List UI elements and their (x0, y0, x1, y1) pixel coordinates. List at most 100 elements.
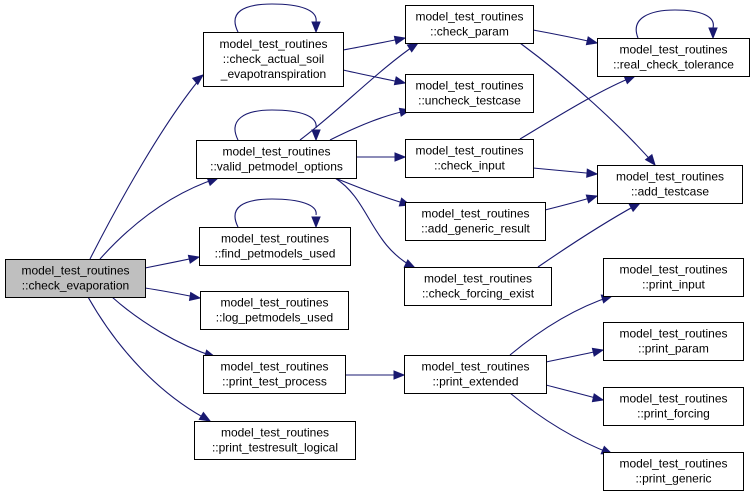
edge-print_test_process-to-print_extended (345, 370, 406, 380)
node-label-line1: model_test_routines (219, 37, 327, 51)
node-label-line2: ::check_actual_soil (223, 52, 324, 66)
edge-add_generic_result-to-add_testcase (544, 194, 599, 211)
node-label-line1: model_test_routines (221, 426, 329, 440)
edge-line (89, 74, 204, 260)
edge-line (299, 42, 419, 141)
node-uncheck_testcase[interactable]: model_test_routines::uncheck_testcase (405, 74, 534, 113)
edge-line (509, 295, 613, 356)
node-label-line1: model_test_routines (421, 360, 529, 374)
arrowhead (311, 216, 321, 229)
node-check_actual_soil[interactable]: model_test_routines::check_actual_soil_e… (203, 32, 344, 87)
node-print_input[interactable]: model_test_routines::print_input (603, 258, 744, 297)
node-box (603, 322, 744, 361)
edge-check_evaporation-to-check_actual_soil (89, 74, 205, 260)
node-check_param[interactable]: model_test_routines::check_param (405, 5, 534, 44)
node-label-line1: model_test_routines (415, 144, 523, 158)
node-box (603, 258, 744, 297)
arrowhead (198, 411, 212, 422)
edge-check_forcing_exist-to-add_testcase (537, 202, 642, 268)
edge-print_extended-to-print_param (545, 347, 605, 363)
node-label-line1: model_test_routines (619, 327, 727, 341)
edge-line (234, 3, 317, 33)
arrowhead (403, 259, 417, 269)
node-label-line1: model_test_routines (619, 392, 727, 406)
arrowhead (591, 347, 605, 357)
node-check_input[interactable]: model_test_routines::check_input (405, 139, 534, 178)
edge-check_param-to-real_check_tolerance (532, 29, 599, 46)
node-label-line2: ::valid_petmodel_options (210, 160, 343, 174)
node-box (597, 38, 750, 77)
nodes-layer: model_test_routines::check_evaporationmo… (5, 5, 750, 491)
edge-line (234, 198, 317, 228)
node-label-line1: model_test_routines (424, 272, 532, 286)
node-box (203, 32, 344, 87)
edge-real_check_tolerance-to-real_check_tolerance (635, 9, 718, 40)
node-label-line2: ::print_input (642, 278, 705, 292)
node-box (405, 74, 534, 113)
node-label-line1: model_test_routines (616, 170, 724, 184)
node-label-line2: ::check_param (430, 25, 509, 39)
arrowhead (206, 177, 220, 187)
edge-line (234, 109, 317, 141)
edge-check_actual_soil-to-check_param (342, 35, 407, 51)
node-label-line2: ::add_generic_result (421, 222, 530, 236)
edge-check_evaporation-to-log_petmodels_used (144, 287, 202, 302)
node-print_generic[interactable]: model_test_routines::print_generic (603, 452, 744, 491)
node-box (597, 165, 743, 204)
node-label-line3: _evapotranspiration (220, 67, 326, 81)
node-box (603, 387, 744, 426)
node-label-line1: model_test_routines (415, 10, 523, 24)
node-valid_petmodel_options[interactable]: model_test_routines::valid_petmodel_opti… (196, 140, 357, 179)
node-box (404, 267, 552, 306)
arrowhead (393, 370, 406, 380)
node-check_evaporation[interactable]: model_test_routines::check_evaporation (5, 259, 146, 298)
arrowhead (585, 36, 599, 46)
node-label-line1: model_test_routines (619, 43, 727, 57)
edge-check_actual_soil-to-check_actual_soil (234, 3, 321, 34)
edge-line (99, 177, 219, 260)
node-log_petmodels_used[interactable]: model_test_routines::log_petmodels_used (200, 291, 349, 330)
edge-valid_petmodel_options-to-uncheck_testcase (329, 107, 412, 141)
edge-line (519, 75, 636, 140)
edge-check_input-to-add_testcase (532, 167, 599, 178)
node-print_testresult_logical[interactable]: model_test_routines::print_testresult_lo… (194, 421, 356, 460)
node-label-line2: ::print_test_process (222, 375, 327, 389)
edge-line (635, 9, 714, 39)
node-box (203, 355, 346, 394)
node-label-line2: ::print_forcing (637, 407, 710, 421)
node-print_forcing[interactable]: model_test_routines::print_forcing (603, 387, 744, 426)
node-label-line2: ::check_forcing_exist (422, 287, 535, 301)
node-print_test_process[interactable]: model_test_routines::print_test_process (203, 355, 346, 394)
node-real_check_tolerance[interactable]: model_test_routines::real_check_toleranc… (597, 38, 750, 77)
edge-find_petmodels_used-to-find_petmodels_used (234, 198, 321, 229)
node-check_forcing_exist[interactable]: model_test_routines::check_forcing_exist (404, 267, 552, 306)
edge-line (329, 109, 411, 141)
node-label-line1: model_test_routines (221, 232, 329, 246)
arrowhead (623, 75, 637, 85)
node-add_generic_result[interactable]: model_test_routines::add_generic_result (405, 202, 546, 241)
node-print_extended[interactable]: model_test_routines::print_extended (404, 355, 547, 394)
node-box (200, 291, 349, 330)
edge-print_extended-to-print_generic (509, 392, 614, 455)
arrowhead (406, 42, 420, 53)
node-print_param[interactable]: model_test_routines::print_param (603, 322, 744, 361)
edge-print_extended-to-print_forcing (545, 384, 605, 403)
node-label-line2: ::add_testcase (631, 185, 709, 199)
node-add_testcase[interactable]: model_test_routines::add_testcase (597, 165, 743, 204)
edge-valid_petmodel_options-to-check_input (356, 152, 407, 162)
arrowhead (187, 254, 201, 264)
edge-check_evaporation-to-print_test_process (111, 296, 217, 359)
arrowhead (188, 291, 202, 302)
edge-line (111, 296, 216, 358)
arrowhead (394, 152, 407, 162)
node-find_petmodels_used[interactable]: model_test_routines::find_petmodels_used (199, 227, 351, 266)
node-label-line2: ::uncheck_testcase (418, 94, 521, 108)
edge-line (334, 177, 416, 269)
node-label-line1: model_test_routines (220, 360, 328, 374)
node-label-line1: model_test_routines (421, 207, 529, 221)
edge-valid_petmodel_options-to-valid_petmodel_options (234, 109, 321, 142)
arrowhead (393, 35, 407, 45)
node-label-line1: model_test_routines (619, 457, 727, 471)
arrowhead (586, 168, 599, 178)
node-label-line1: model_test_routines (619, 263, 727, 277)
